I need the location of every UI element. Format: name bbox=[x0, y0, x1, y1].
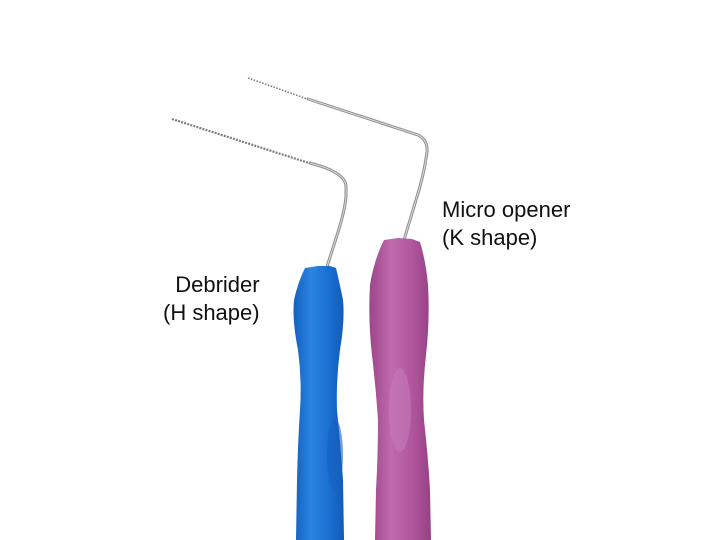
debrider-label-name: Debrider bbox=[175, 272, 260, 297]
micro-opener-label-name: Micro opener bbox=[442, 197, 571, 222]
debrider-shaft bbox=[308, 161, 348, 272]
debrider-handle bbox=[293, 266, 344, 540]
debrider-file-tip bbox=[171, 117, 313, 166]
debrider-label-shape: (H shape) bbox=[163, 300, 260, 325]
micro-opener-file-tip bbox=[247, 77, 311, 101]
debrider-label: Debrider (H shape) bbox=[163, 271, 260, 327]
micro-opener-instrument bbox=[247, 77, 431, 540]
micro-opener-label: Micro opener (K shape) bbox=[442, 196, 570, 252]
micro-opener-label-shape: (K shape) bbox=[442, 225, 538, 250]
debrider-instrument bbox=[171, 117, 348, 540]
